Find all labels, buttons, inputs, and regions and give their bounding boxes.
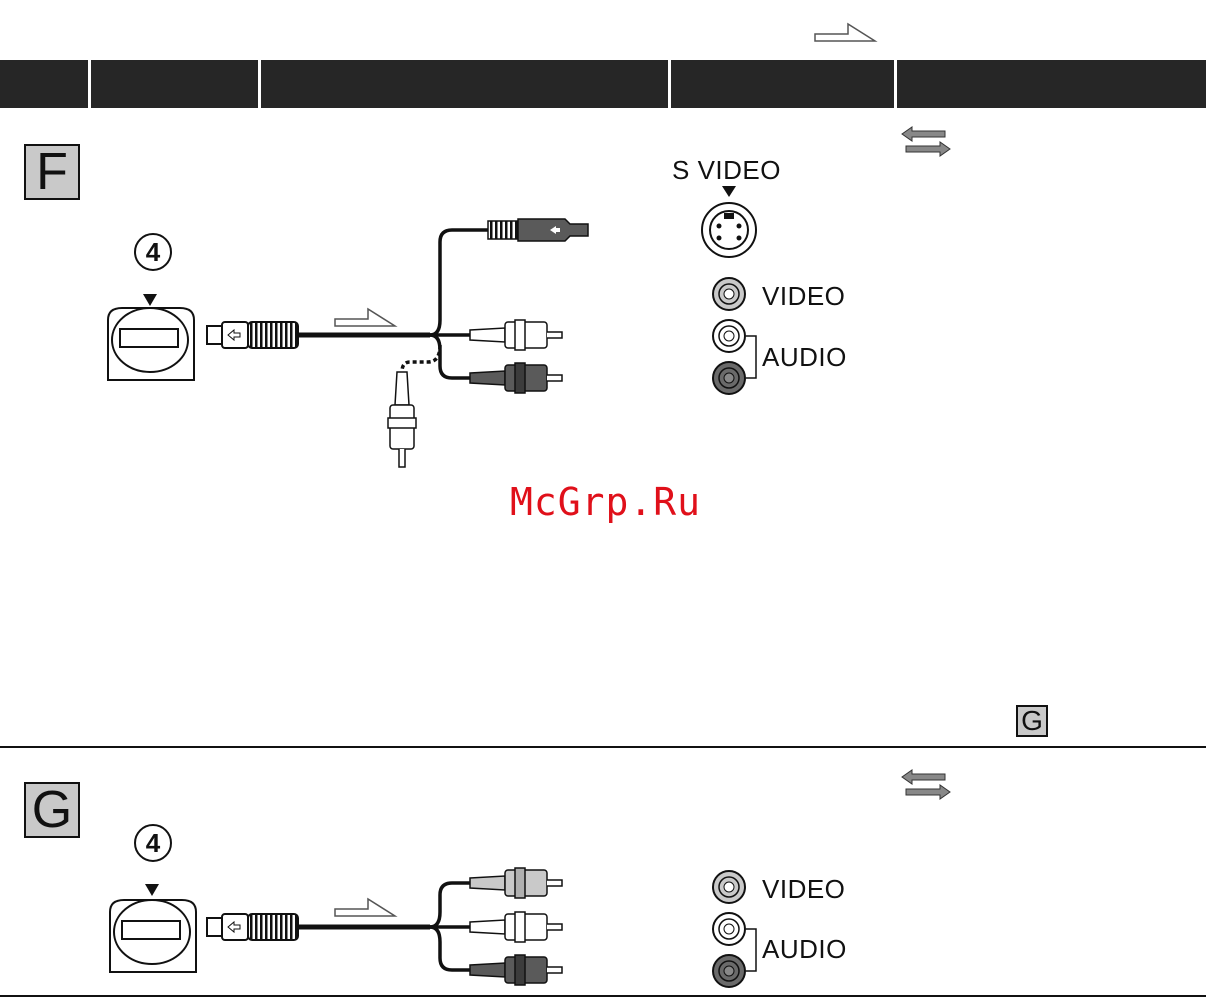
video-jack [713, 871, 745, 903]
camera-av-connector [108, 308, 194, 380]
video-jack [713, 278, 745, 310]
signal-arrow-icon [335, 309, 395, 326]
signal-arrow-icon [335, 899, 395, 916]
swap-arrows-icon [902, 770, 950, 799]
audio-white-jack [713, 913, 745, 945]
down-triangle-icon [722, 186, 736, 197]
audio-bracket [746, 336, 756, 378]
swap-arrows-icon [902, 127, 950, 156]
s-video-plug [488, 219, 588, 241]
camera-av-connector [110, 900, 196, 972]
av-plug [207, 914, 298, 940]
down-triangle-icon [143, 294, 157, 306]
down-triangle-icon [145, 884, 159, 896]
unused-video-plug [388, 372, 416, 467]
red-rca-plug [470, 955, 562, 985]
av-plug [207, 322, 298, 348]
white-rca-plug [470, 912, 562, 942]
s-video-jack [702, 203, 756, 257]
audio-white-jack [713, 320, 745, 352]
yellow-rca-plug [470, 868, 562, 898]
red-rca-plug [470, 363, 562, 393]
white-rca-plug [470, 320, 562, 350]
audio-red-jack [713, 955, 745, 987]
signal-arrow-icon [815, 24, 875, 41]
audio-red-jack [713, 362, 745, 394]
audio-bracket [746, 929, 756, 971]
